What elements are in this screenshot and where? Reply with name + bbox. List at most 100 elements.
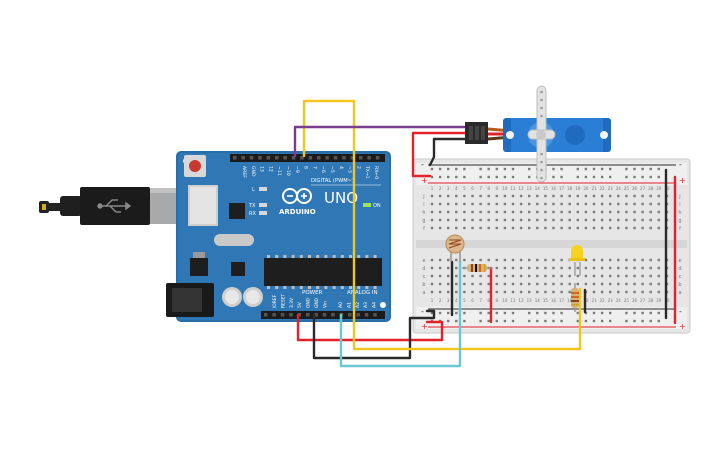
- rail-hole[interactable]: [447, 175, 450, 179]
- breadboard-hole[interactable]: [463, 194, 466, 198]
- breadboard-hole[interactable]: [633, 282, 636, 286]
- breadboard-hole[interactable]: [625, 194, 628, 198]
- breadboard-hole[interactable]: [455, 194, 458, 198]
- breadboard-hole[interactable]: [519, 202, 523, 206]
- breadboard-hole[interactable]: [528, 290, 531, 294]
- rail-hole[interactable]: [609, 167, 612, 171]
- breadboard-hole[interactable]: [447, 194, 450, 198]
- breadboard-hole[interactable]: [584, 274, 588, 278]
- rail-hole[interactable]: [552, 167, 555, 171]
- breadboard-hole[interactable]: [503, 258, 507, 262]
- breadboard-hole[interactable]: [592, 274, 596, 278]
- breadboard-hole[interactable]: [576, 282, 579, 286]
- rail-hole[interactable]: [600, 311, 604, 315]
- breadboard-hole[interactable]: [511, 226, 515, 230]
- rail-hole[interactable]: [592, 175, 596, 179]
- breadboard-hole[interactable]: [495, 258, 498, 262]
- breadboard-hole[interactable]: [609, 282, 612, 286]
- breadboard-hole[interactable]: [447, 210, 450, 214]
- rail-hole[interactable]: [455, 311, 458, 315]
- breadboard-hole[interactable]: [503, 282, 507, 286]
- header-pin[interactable]: [367, 156, 371, 160]
- rail-hole[interactable]: [625, 167, 628, 171]
- breadboard-hole[interactable]: [495, 194, 498, 198]
- breadboard-hole[interactable]: [479, 218, 482, 222]
- breadboard-hole[interactable]: [649, 282, 652, 286]
- breadboard-hole[interactable]: [536, 282, 539, 286]
- breadboard-hole[interactable]: [503, 274, 507, 278]
- breadboard-hole[interactable]: [568, 218, 571, 222]
- rail-hole[interactable]: [503, 175, 507, 179]
- breadboard-hole[interactable]: [617, 266, 620, 270]
- breadboard-hole[interactable]: [430, 210, 434, 214]
- breadboard-hole[interactable]: [649, 290, 652, 294]
- rail-hole[interactable]: [592, 319, 596, 323]
- rail-hole[interactable]: [625, 175, 628, 179]
- breadboard-hole[interactable]: [536, 194, 539, 198]
- rail-hole[interactable]: [560, 175, 563, 179]
- breadboard-hole[interactable]: [471, 202, 474, 206]
- rail-hole[interactable]: [657, 167, 660, 171]
- breadboard-hole[interactable]: [430, 202, 434, 206]
- breadboard-hole[interactable]: [511, 290, 515, 294]
- breadboard-hole[interactable]: [447, 282, 450, 286]
- breadboard-hole[interactable]: [438, 210, 442, 214]
- rail-hole[interactable]: [600, 167, 604, 171]
- breadboard-hole[interactable]: [487, 218, 490, 222]
- breadboard-hole[interactable]: [511, 274, 515, 278]
- rail-hole[interactable]: [633, 175, 636, 179]
- breadboard-hole[interactable]: [511, 266, 515, 270]
- rail-hole[interactable]: [544, 319, 547, 323]
- breadboard-hole[interactable]: [455, 210, 458, 214]
- breadboard-hole[interactable]: [560, 210, 563, 214]
- rail-hole[interactable]: [576, 167, 579, 171]
- breadboard-hole[interactable]: [463, 218, 466, 222]
- header-pin[interactable]: [364, 313, 369, 317]
- rail-hole[interactable]: [503, 167, 507, 171]
- breadboard-hole[interactable]: [544, 258, 547, 262]
- red-wire-servo-power[interactable]: [411, 131, 469, 178]
- breadboard-hole[interactable]: [455, 266, 458, 270]
- breadboard-hole[interactable]: [568, 210, 571, 214]
- breadboard-hole[interactable]: [617, 274, 620, 278]
- rail-hole[interactable]: [503, 319, 507, 323]
- breadboard-hole[interactable]: [592, 290, 596, 294]
- breadboard-hole[interactable]: [438, 218, 442, 222]
- rail-hole[interactable]: [576, 175, 579, 179]
- breadboard-hole[interactable]: [600, 266, 604, 270]
- servo-motor[interactable]: [465, 85, 611, 183]
- breadboard-hole[interactable]: [609, 258, 612, 262]
- breadboard[interactable]: 1122334455667788991010111112121313141415…: [412, 158, 691, 334]
- breadboard-hole[interactable]: [625, 290, 628, 294]
- breadboard-hole[interactable]: [592, 218, 596, 222]
- breadboard-hole[interactable]: [625, 202, 628, 206]
- breadboard-hole[interactable]: [560, 202, 563, 206]
- breadboard-hole[interactable]: [536, 290, 539, 294]
- breadboard-hole[interactable]: [471, 274, 474, 278]
- breadboard-hole[interactable]: [649, 218, 652, 222]
- breadboard-hole[interactable]: [641, 210, 644, 214]
- rail-hole[interactable]: [479, 175, 482, 179]
- header-pin[interactable]: [314, 313, 318, 317]
- rail-hole[interactable]: [430, 167, 434, 171]
- breadboard-hole[interactable]: [568, 194, 571, 198]
- breadboard-hole[interactable]: [447, 218, 450, 222]
- breadboard-hole[interactable]: [641, 282, 644, 286]
- breadboard-hole[interactable]: [447, 202, 450, 206]
- breadboard-hole[interactable]: [617, 194, 620, 198]
- breadboard-hole[interactable]: [617, 226, 620, 230]
- rail-hole[interactable]: [528, 311, 531, 315]
- rail-hole[interactable]: [657, 175, 660, 179]
- breadboard-hole[interactable]: [471, 194, 474, 198]
- breadboard-hole[interactable]: [487, 202, 490, 206]
- breadboard-hole[interactable]: [592, 266, 596, 270]
- rail-hole[interactable]: [487, 175, 490, 179]
- breadboard-hole[interactable]: [511, 210, 515, 214]
- breadboard-hole[interactable]: [471, 218, 474, 222]
- rail-hole[interactable]: [609, 319, 612, 323]
- breadboard-hole[interactable]: [536, 258, 539, 262]
- breadboard-hole[interactable]: [592, 202, 596, 206]
- breadboard-hole[interactable]: [479, 274, 482, 278]
- led-yellow[interactable]: [569, 245, 585, 276]
- breadboard-hole[interactable]: [463, 202, 466, 206]
